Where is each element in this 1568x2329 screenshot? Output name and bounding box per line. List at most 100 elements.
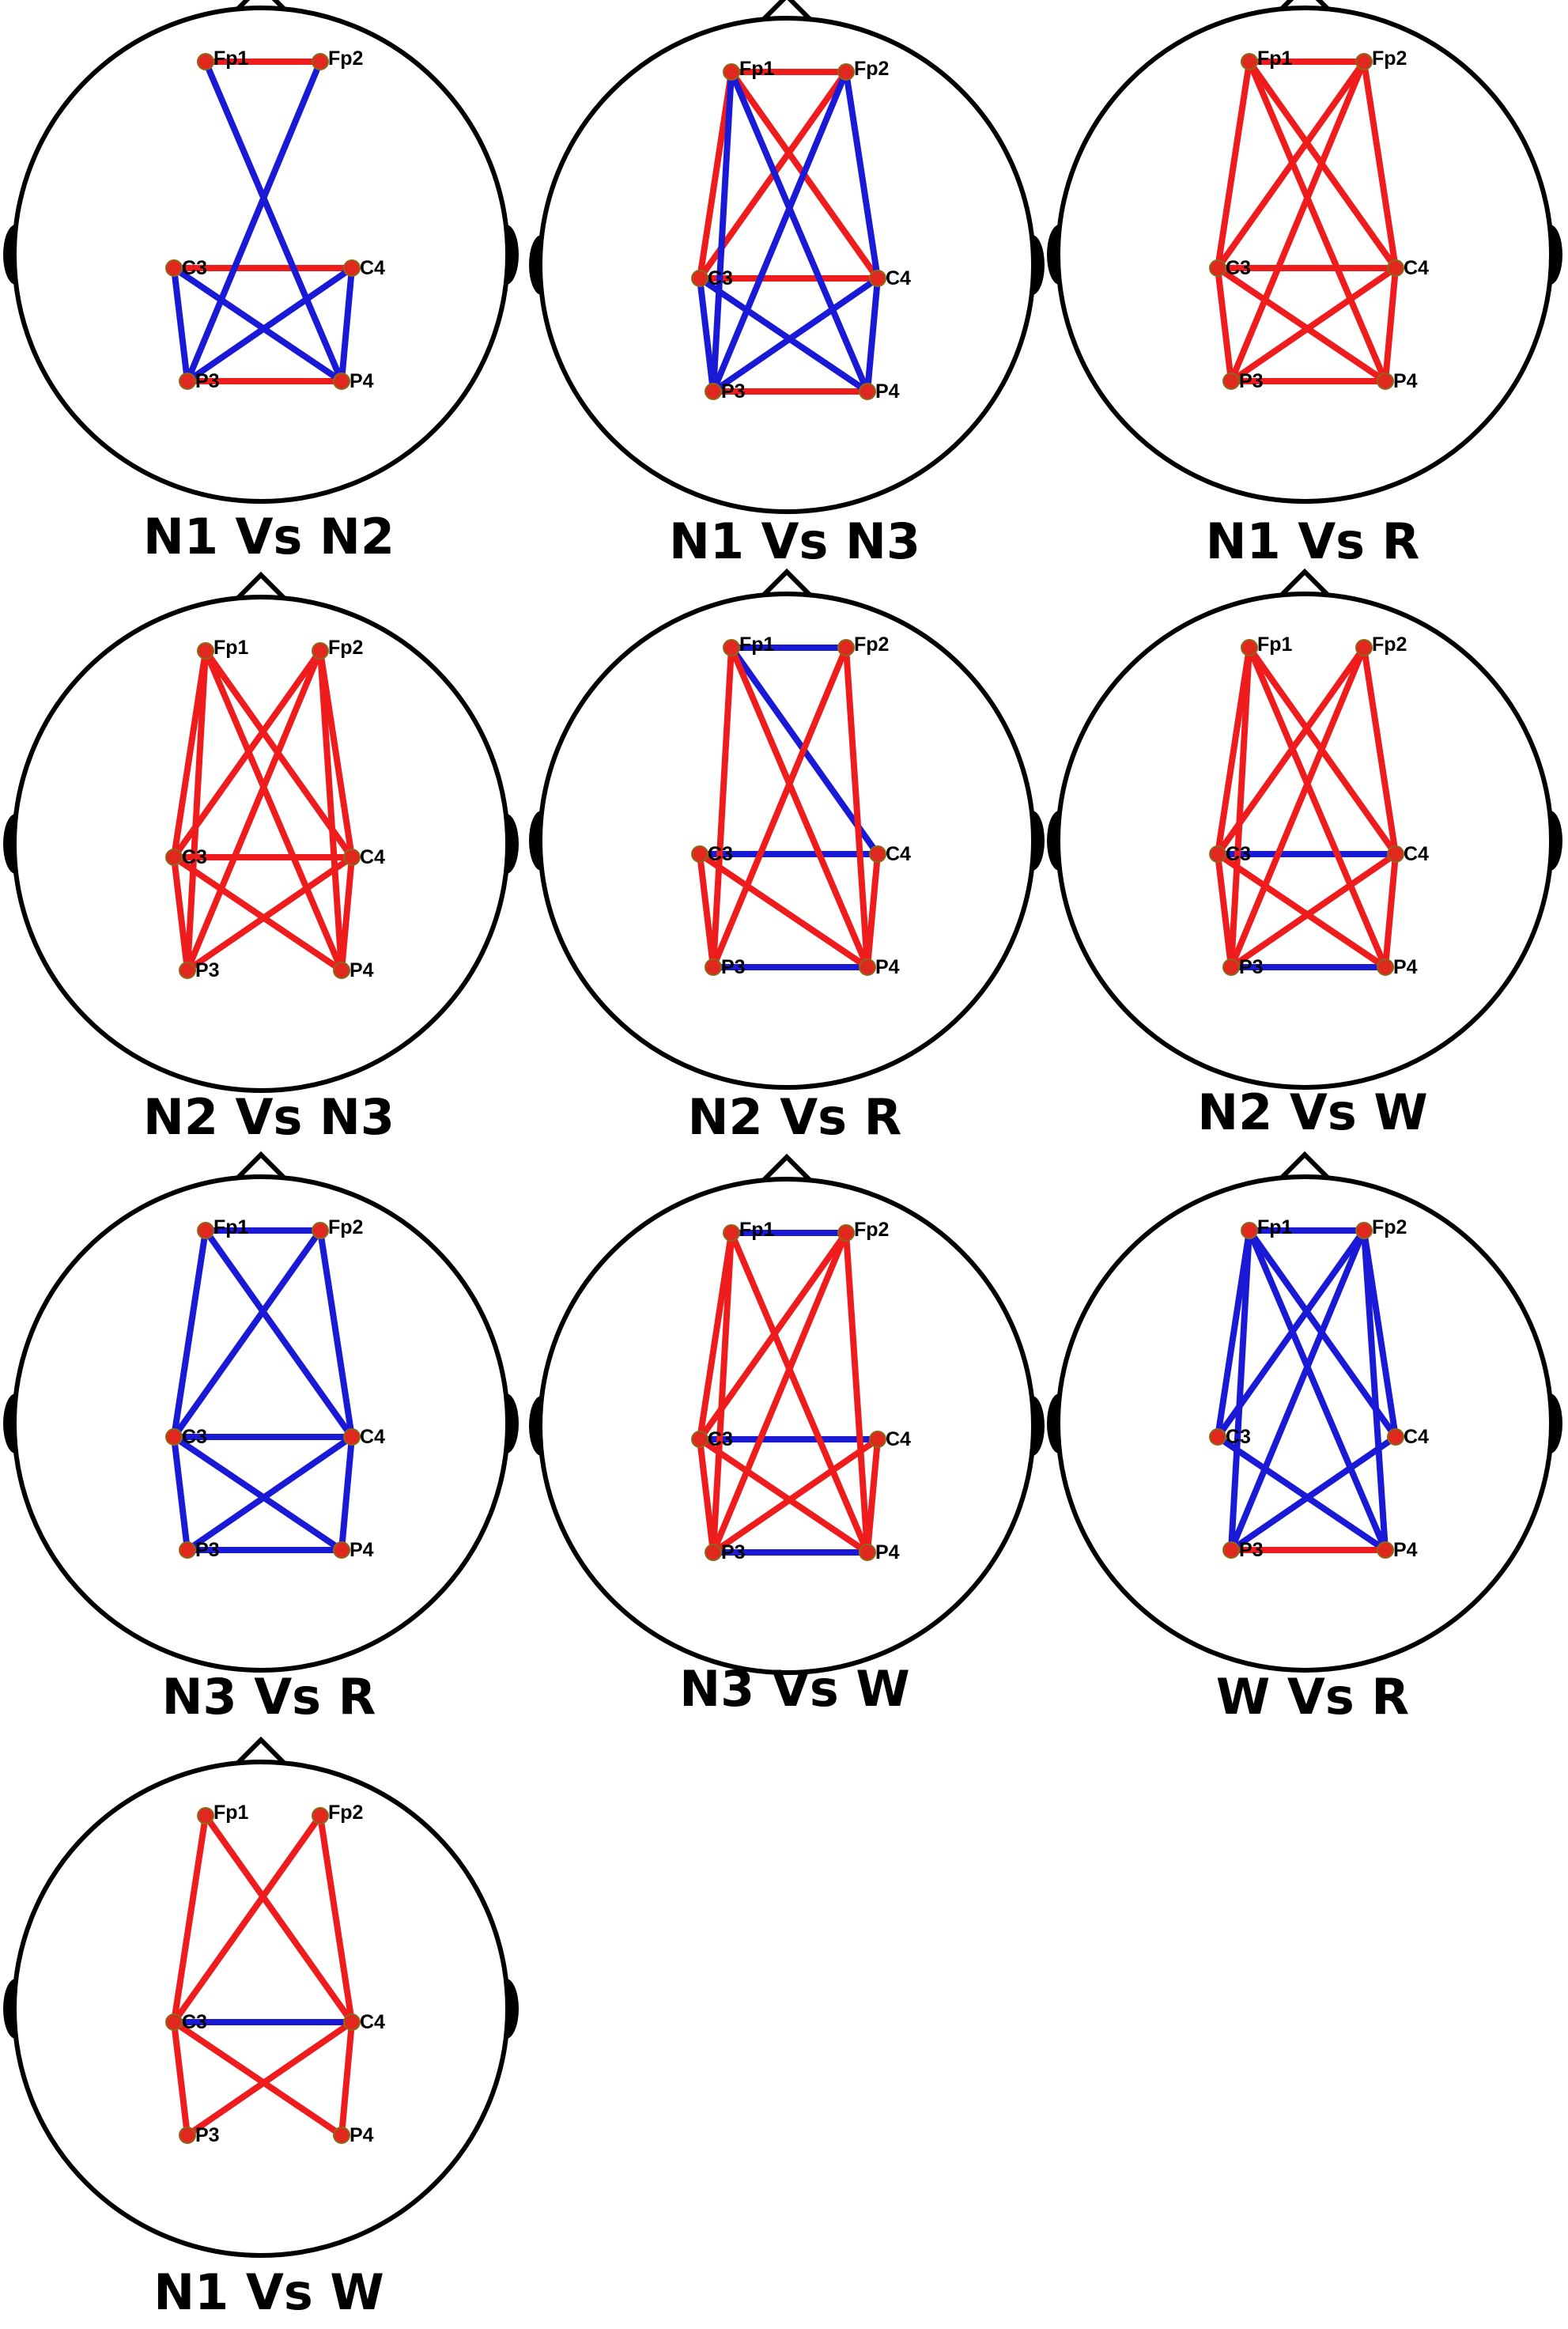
- electrode-label-fp2: Fp2: [854, 1219, 889, 1241]
- electrode-label-c3: C3: [182, 1426, 207, 1448]
- edge-c3-p4: [1215, 265, 1389, 384]
- edge-fp2-c3: [1215, 59, 1367, 271]
- electrode-label-c3: C3: [182, 2011, 207, 2033]
- electrode-c3: [1209, 845, 1226, 863]
- electrode-label-c3: C3: [1226, 843, 1251, 865]
- electrode-label-p4: P4: [1393, 1539, 1418, 1561]
- edge-fp2-p3: [184, 648, 323, 974]
- electrode-c4: [1387, 1428, 1404, 1446]
- electrode-label-fp1: Fp1: [1257, 633, 1293, 656]
- nose: [229, 1736, 293, 1772]
- edge-fp1-c3: [1215, 59, 1253, 271]
- electrode-p4: [333, 1541, 350, 1559]
- electrode-label-p4: P4: [1393, 370, 1418, 392]
- panel-title: N2 Vs W: [1197, 1083, 1427, 1141]
- electrode-label-fp2: Fp2: [854, 58, 889, 80]
- edge-c4-p4: [338, 1434, 355, 1553]
- edge-c4-p3: [184, 1434, 355, 1553]
- head-outline: [12, 1760, 510, 2258]
- edge-fp2-p3: [1228, 645, 1367, 970]
- edge-fp1-p4: [1246, 645, 1389, 970]
- edge-c4-p3: [1228, 265, 1399, 384]
- electrode-label-fp1: Fp1: [213, 1802, 249, 1824]
- electrode-label-fp1: Fp1: [1257, 1216, 1293, 1238]
- edge-fp2-c3: [1215, 645, 1367, 857]
- electrode-label-c4: C4: [360, 846, 385, 868]
- edge-fp2-c4: [843, 69, 881, 282]
- electrode-fp2: [837, 639, 855, 656]
- electrode-label-fp1: Fp1: [213, 47, 249, 70]
- edge-c4-p3: [710, 1436, 881, 1556]
- edge-fp2-p4: [1361, 1227, 1389, 1553]
- edge-fp1-p4: [728, 1230, 871, 1556]
- electrode-c3: [165, 1428, 183, 1446]
- electrode-fp2: [312, 53, 329, 70]
- edge-fp1-c3: [171, 1227, 209, 1440]
- electrode-c3: [691, 270, 708, 287]
- edge-c4-p3: [1228, 851, 1399, 970]
- electrode-label-p4: P4: [349, 1539, 374, 1561]
- electrode-label-fp2: Fp2: [1372, 1216, 1407, 1238]
- electrode-label-c4: C4: [360, 2011, 385, 2033]
- edge-fp1-p4: [1246, 1227, 1389, 1553]
- edge-c4-p3: [184, 2019, 355, 2138]
- electrode-label-p3: P3: [195, 959, 220, 981]
- electrode-label-c4: C4: [360, 1426, 385, 1448]
- electrode-label-fp1: Fp1: [739, 633, 775, 656]
- panel-title: N2 Vs N3: [143, 1088, 395, 1146]
- electrode-p3: [705, 958, 722, 976]
- edge-c3-p3: [697, 1436, 716, 1556]
- edge-fp1-p3: [1228, 645, 1253, 970]
- edge-fp1-c3: [1215, 1227, 1253, 1440]
- electrode-c3: [1209, 1428, 1226, 1446]
- electrode-p3: [705, 1544, 722, 1561]
- electrode-fp2: [312, 1222, 329, 1239]
- electrode-fp2: [837, 1224, 855, 1242]
- panel-title: N2 Vs R: [688, 1088, 902, 1146]
- electrode-c4: [1387, 845, 1404, 863]
- edge-c3-p3: [1215, 851, 1234, 970]
- electrode-label-p3: P3: [721, 380, 746, 403]
- electrode-label-fp2: Fp2: [1372, 47, 1407, 70]
- edge-c4-p4: [1382, 265, 1399, 384]
- edge-fp1-p4: [202, 648, 345, 974]
- edge-fp2-p3: [1228, 1227, 1367, 1553]
- edge-fp2-p3: [710, 69, 849, 395]
- electrode-c4: [869, 270, 886, 287]
- head-outline: [1056, 592, 1554, 1090]
- electrode-fp1: [723, 63, 740, 81]
- electrode-c3: [165, 2013, 183, 2031]
- head-outline: [538, 1177, 1036, 1675]
- edge-c3-p4: [171, 2019, 345, 2138]
- edge-c3-p3: [171, 265, 191, 384]
- electrode-label-c3: C3: [1226, 1426, 1251, 1448]
- nose: [229, 1151, 293, 1187]
- electrode-label-p3: P3: [721, 1541, 746, 1563]
- electrode-p4: [859, 383, 876, 400]
- electrode-label-c4: C4: [1404, 843, 1429, 865]
- edge-c3-p4: [1215, 851, 1389, 970]
- nose: [754, 1153, 819, 1189]
- electrode-fp2: [1355, 53, 1373, 70]
- electrode-p3: [179, 1541, 196, 1559]
- nose: [229, 0, 293, 18]
- edge-c3-p3: [171, 2019, 191, 2138]
- electrode-c4: [343, 2013, 361, 2031]
- electrode-p3: [1222, 372, 1240, 390]
- electrode-label-fp2: Fp2: [328, 637, 363, 659]
- electrode-c3: [1209, 259, 1226, 277]
- edge-c4-p3: [1228, 1434, 1399, 1553]
- edge-fp1-c3: [171, 648, 209, 860]
- electrode-c3: [691, 1431, 708, 1448]
- edge-fp1-p4: [728, 645, 871, 970]
- edge-c4-p3: [184, 854, 355, 974]
- edge-fp1-c3: [1215, 645, 1253, 857]
